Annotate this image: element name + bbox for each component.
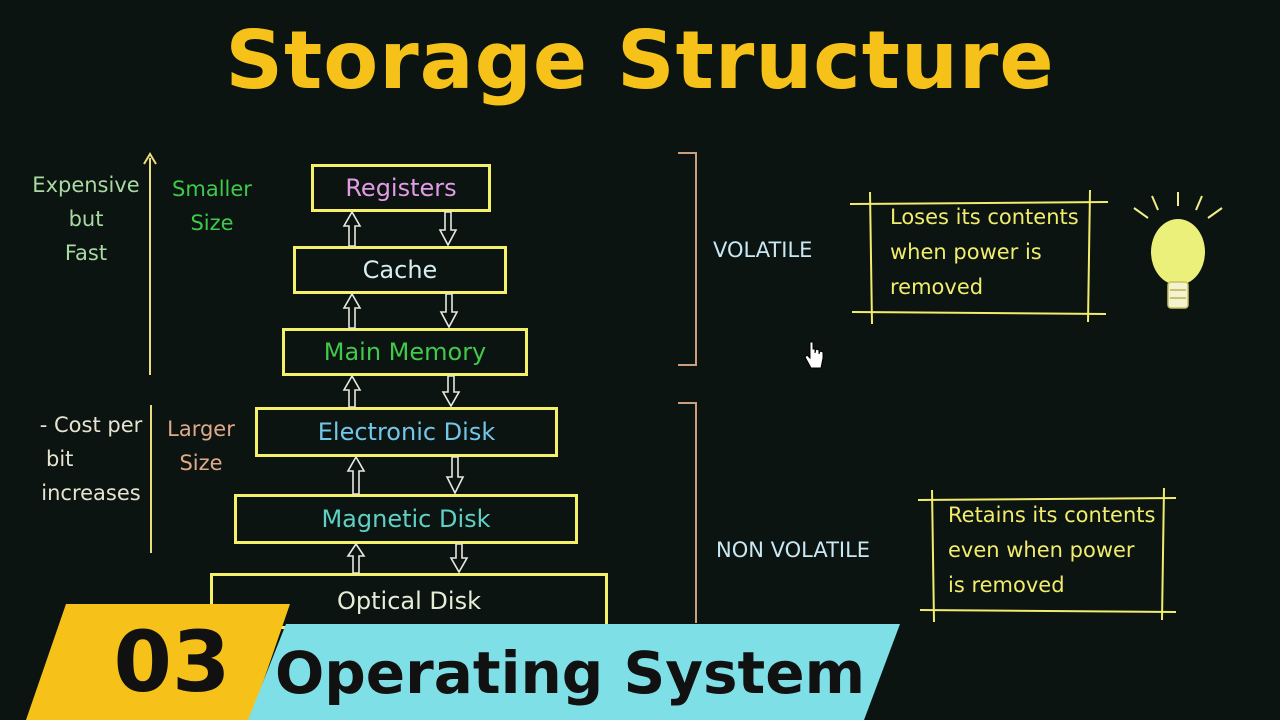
note-line: - Cost per	[39, 413, 143, 437]
note-line: Smaller	[172, 177, 252, 201]
note-line: Size	[179, 451, 223, 475]
series-title: Operating System	[274, 639, 866, 707]
description-line: when power is	[890, 240, 1042, 264]
cost-per-bit-note: - Cost per bit increases	[24, 408, 158, 510]
footer-number-banner	[26, 604, 290, 720]
level-electronic-disk: Electronic Disk	[255, 407, 558, 457]
level-label: Electronic Disk	[317, 418, 496, 446]
level-registers: Registers	[311, 164, 491, 212]
down-arrow-icon	[449, 543, 469, 574]
description-line: removed	[890, 275, 984, 299]
note-line: Expensive	[32, 173, 140, 197]
volatile-label: VOLATILE	[713, 238, 813, 262]
non-volatile-description: Retains its contents even when power is …	[948, 498, 1155, 603]
divider-line	[150, 405, 152, 553]
level-cache: Cache	[293, 246, 507, 294]
down-arrow-icon	[445, 456, 465, 495]
non-volatile-bracket	[678, 402, 697, 623]
description-line: Retains its contents	[948, 503, 1156, 527]
up-arrow-icon	[346, 455, 366, 495]
down-arrow-icon	[441, 375, 461, 408]
down-arrow-icon	[438, 211, 458, 247]
up-arrow-icon	[346, 542, 366, 574]
up-arrow-icon	[342, 210, 362, 247]
description-line: Loses its contents	[890, 205, 1079, 229]
description-line: even when power	[948, 538, 1135, 562]
level-label: Main Memory	[323, 338, 487, 366]
page-title: Storage Structure	[225, 14, 1055, 107]
description-line: is removed	[948, 573, 1065, 597]
note-line: but	[68, 207, 104, 231]
level-label: Magnetic Disk	[321, 505, 491, 533]
episode-number: 03	[113, 613, 231, 711]
smaller-size-note: Smaller Size	[160, 172, 264, 240]
up-arrow-icon	[342, 292, 362, 329]
level-label: Optical Disk	[337, 587, 481, 615]
up-arrow-icon	[342, 374, 362, 408]
level-main-memory: Main Memory	[282, 328, 528, 376]
footer-series-banner	[248, 624, 900, 720]
hand-cursor-icon	[804, 341, 824, 369]
note-line: bit	[46, 447, 74, 471]
larger-size-note: Larger Size	[158, 412, 244, 480]
volatile-bracket	[678, 152, 697, 366]
note-line: Fast	[64, 241, 108, 265]
volatile-description: Loses its contents when power is removed	[890, 200, 1079, 305]
non-volatile-description-frame	[917, 487, 1177, 623]
light-bulb-icon	[1133, 192, 1223, 309]
note-line: Size	[190, 211, 234, 235]
upward-arrow-icon	[143, 152, 157, 375]
down-arrow-icon	[439, 293, 459, 329]
level-label: Cache	[362, 256, 438, 284]
expensive-note: Expensive but Fast	[24, 168, 148, 270]
note-line: Larger	[167, 417, 235, 441]
note-line: increases	[41, 481, 141, 505]
non-volatile-label: NON VOLATILE	[716, 538, 871, 562]
level-magnetic-disk: Magnetic Disk	[234, 494, 578, 544]
level-label: Registers	[345, 174, 457, 202]
volatile-description-frame	[849, 189, 1109, 325]
